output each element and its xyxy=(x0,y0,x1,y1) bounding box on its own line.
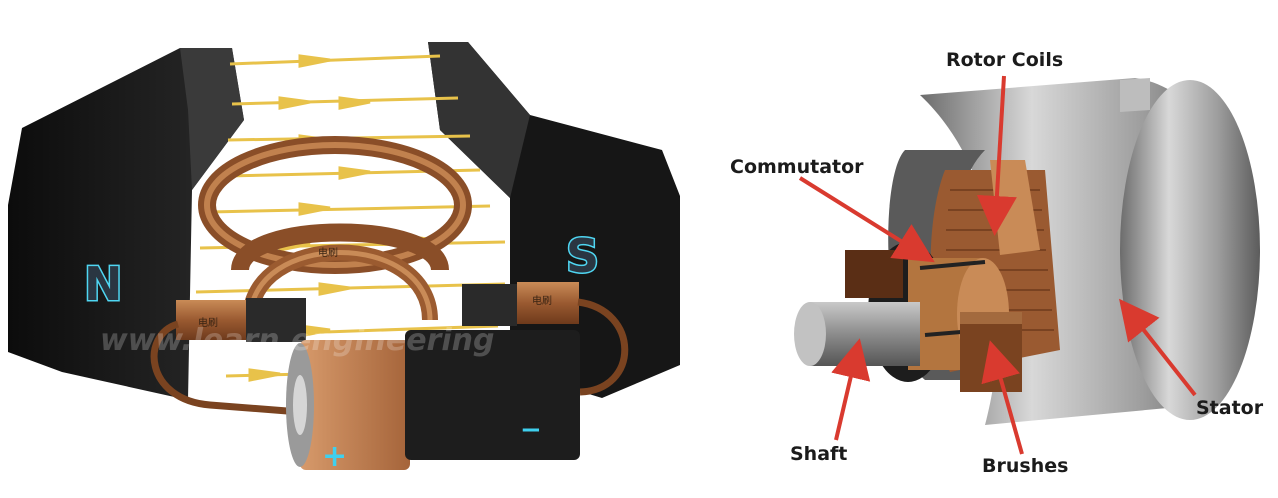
watermark-text: www.learn.engineering xyxy=(100,323,494,358)
left-brush: 电刷 xyxy=(176,298,306,342)
label-brushes: Brushes xyxy=(982,455,1068,477)
left-motor-principle: N S 电刷 xyxy=(8,42,680,474)
armature-coil xyxy=(198,136,472,321)
battery-wires xyxy=(150,298,629,416)
label-stator: Stator xyxy=(1196,397,1264,419)
right-brush-label: 电刷 xyxy=(532,294,552,307)
battery-plus-sign: + xyxy=(322,439,347,474)
battery: + − xyxy=(286,330,580,474)
label-commutator: Commutator xyxy=(730,156,864,178)
callout-arrows xyxy=(798,75,1197,455)
battery-minus-sign: − xyxy=(520,415,542,445)
left-brush-label: 电刷 xyxy=(198,316,218,329)
label-rotor-coils: Rotor Coils xyxy=(946,49,1063,71)
right-brush: 电刷 xyxy=(462,282,579,326)
coil-label: 电刷 xyxy=(318,246,338,259)
north-pole-letter: N xyxy=(84,257,123,311)
shaft xyxy=(794,302,920,366)
label-shaft: Shaft xyxy=(790,443,847,465)
south-pole-letter: S xyxy=(566,229,599,283)
south-magnet: S xyxy=(428,42,680,398)
right-dc-motor-cutaway: Rotor Coils Commutator Stator Shaft Brus… xyxy=(730,49,1264,477)
